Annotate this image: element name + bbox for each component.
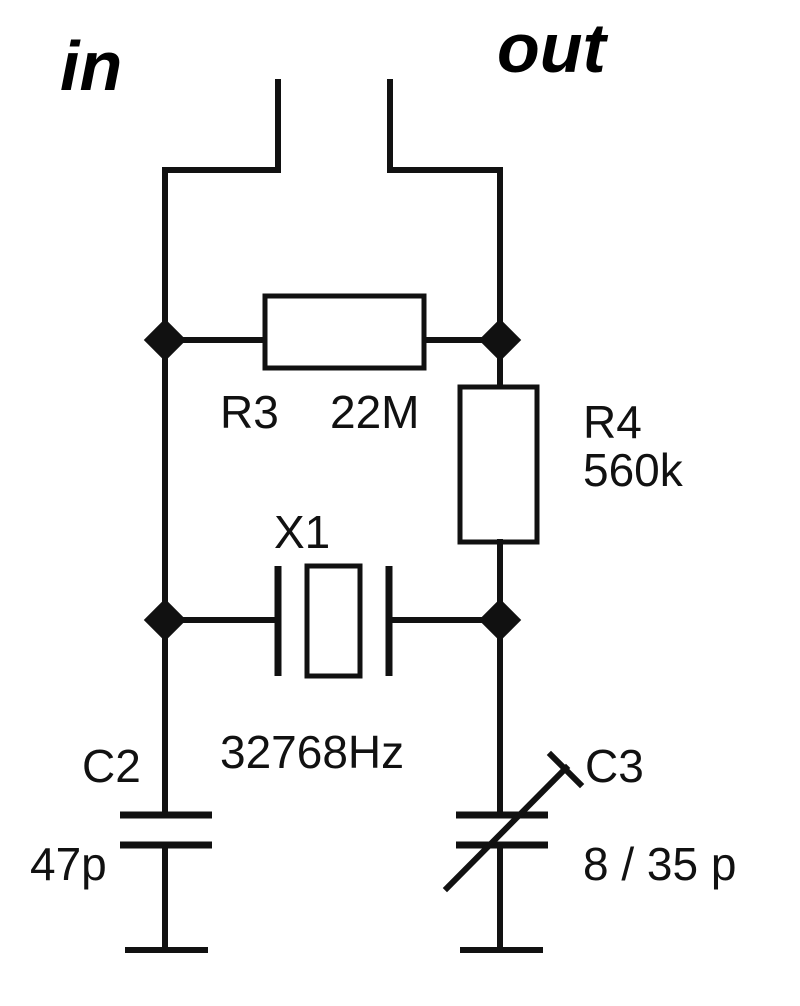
input-label: in <box>60 27 122 105</box>
input-lead <box>162 79 281 343</box>
output-label: out <box>497 9 609 87</box>
resistor-r4 <box>457 384 540 545</box>
c3-trimmer-arrow-icon <box>442 763 571 893</box>
junction-node-in-x1 <box>143 598 187 642</box>
crystal-x1 <box>304 563 363 679</box>
c3-value: 8 / 35 p <box>583 838 736 890</box>
r3-reference: R3 <box>220 386 279 438</box>
junction-node-out-r3 <box>478 318 522 362</box>
c2-value: 47p <box>30 838 107 890</box>
r3-value: 22M <box>330 386 419 438</box>
x1-reference: X1 <box>274 506 330 558</box>
x1-value: 32768Hz <box>220 726 404 778</box>
c3-reference: C3 <box>585 740 644 792</box>
junction-node-in-r3 <box>143 318 187 362</box>
r4-value: 560k <box>583 444 684 496</box>
c2-reference: C2 <box>82 740 141 792</box>
junction-node-out-x1 <box>478 598 522 642</box>
c3-trimmer-tick-icon <box>546 750 585 789</box>
output-lead <box>387 79 503 343</box>
resistor-r3 <box>262 293 427 371</box>
r4-reference: R4 <box>583 396 642 448</box>
